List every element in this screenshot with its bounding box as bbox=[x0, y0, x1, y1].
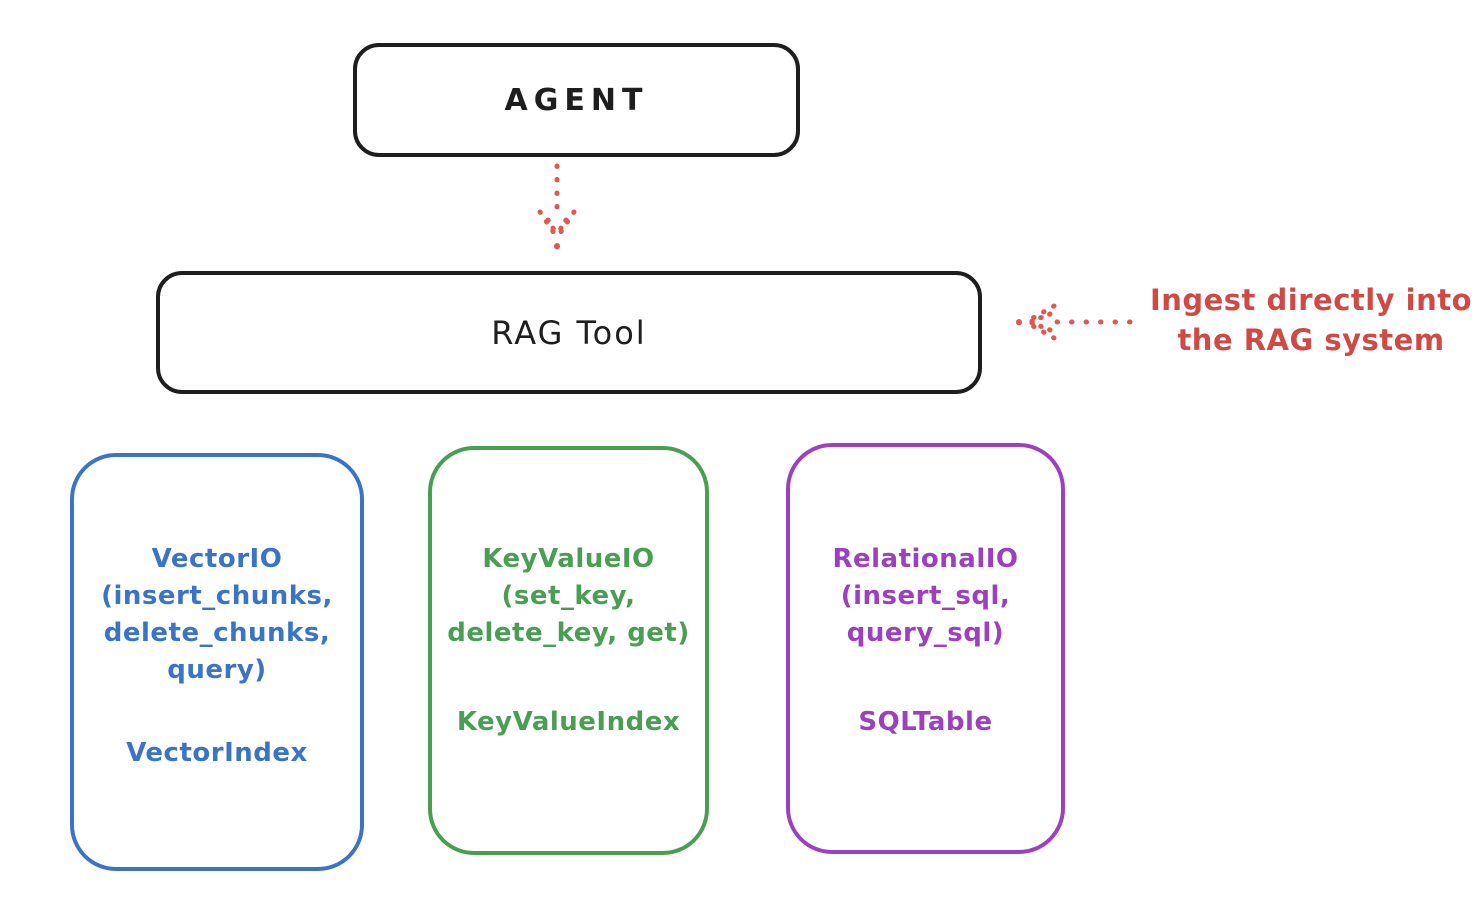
label-line: (set_key, bbox=[501, 581, 636, 611]
label-line: delete_key, get) bbox=[447, 618, 690, 648]
label-line: (insert_chunks, bbox=[101, 581, 333, 611]
vector-io-label: VectorIO (insert_chunks, delete_chunks, … bbox=[70, 541, 364, 689]
rag-tool-node: RAG Tool bbox=[156, 271, 982, 394]
sql-table-label: SQLTable bbox=[858, 707, 993, 737]
vector-io-node bbox=[70, 453, 364, 871]
relational-io-label: RelationalIO (insert_sql, query_sql) bbox=[786, 541, 1065, 652]
label-line: KeyValueIO bbox=[482, 544, 655, 574]
ingest-annotation-text: Ingest directly into the RAG system bbox=[1138, 280, 1484, 360]
rag-tool-label: RAG Tool bbox=[491, 313, 647, 352]
annotation-line: the RAG system bbox=[1177, 323, 1445, 357]
label-line: (insert_sql, bbox=[840, 581, 1011, 611]
annotation-line: Ingest directly into bbox=[1149, 283, 1473, 317]
agent-node: AGENT bbox=[353, 43, 800, 157]
ingest-annotation-arrow-icon bbox=[1016, 303, 1133, 341]
agent-to-ragtool-arrow-icon bbox=[537, 163, 577, 250]
label-line: RelationalIO bbox=[832, 544, 1019, 574]
keyvalue-io-node bbox=[428, 446, 709, 855]
label-line: delete_chunks, bbox=[103, 618, 331, 648]
label-line: VectorIO bbox=[151, 544, 283, 574]
agent-label: AGENT bbox=[504, 82, 649, 118]
keyvalue-index-label: KeyValueIndex bbox=[456, 707, 681, 737]
vector-index-label: VectorIndex bbox=[126, 738, 308, 768]
label-line: query_sql) bbox=[846, 618, 1005, 648]
relational-io-node bbox=[786, 443, 1065, 854]
keyvalue-io-label: KeyValueIO (set_key, delete_key, get) bbox=[428, 541, 709, 652]
label-line: query) bbox=[167, 655, 267, 685]
